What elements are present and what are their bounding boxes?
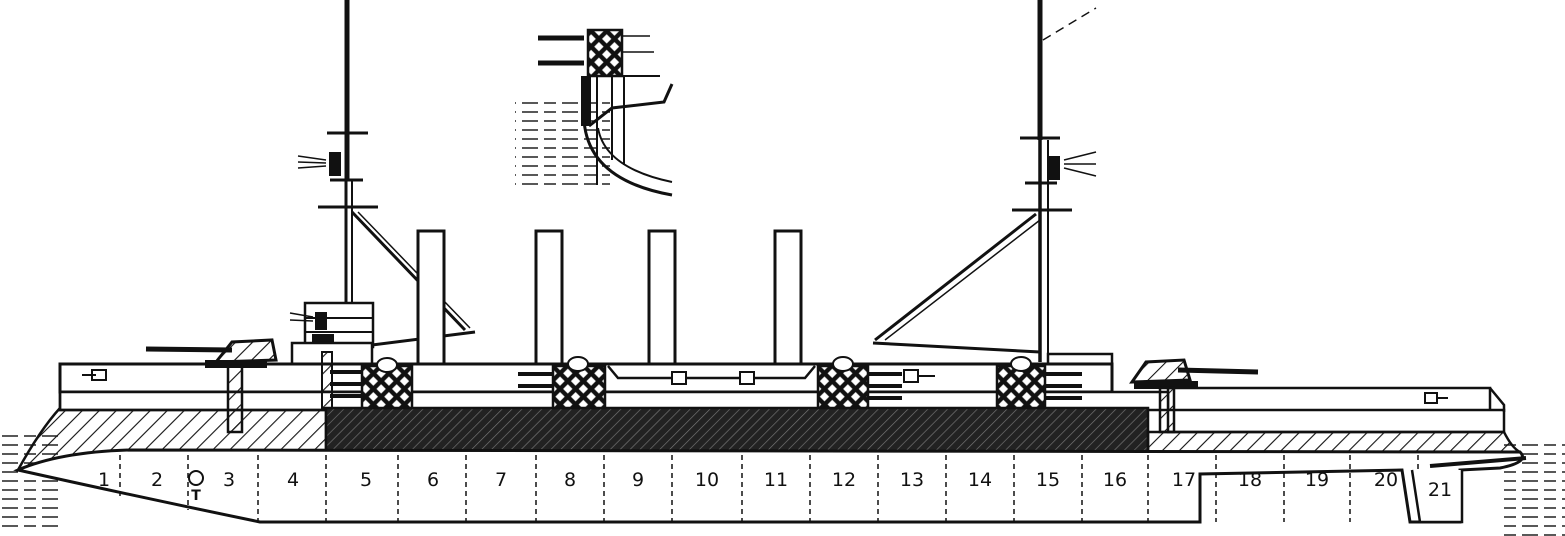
compartment-number: 14 — [968, 469, 992, 491]
compartment-number: 12 — [832, 469, 856, 491]
compartment-numbers: 1 2 3 4 5 6 7 8 9 10 11 12 13 14 15 16 1… — [98, 469, 1452, 501]
funnels — [416, 229, 803, 368]
torpedo-tube-icon: T — [188, 470, 204, 504]
compartment-number: 19 — [1305, 469, 1329, 491]
compartment-number: 16 — [1103, 469, 1127, 491]
compartment-number: 10 — [695, 469, 719, 491]
inset-cross-section — [538, 28, 674, 197]
compartment-number: 17 — [1172, 469, 1196, 491]
main-mast — [872, 0, 1097, 362]
compartment-number: 5 — [360, 469, 372, 491]
compartment-number: 15 — [1036, 469, 1060, 491]
fore-turret — [145, 338, 278, 434]
hull — [13, 448, 1527, 524]
torpedo-label: T — [191, 488, 201, 504]
compartment-number: 1 — [98, 469, 110, 491]
bridge — [289, 301, 375, 366]
compartment-number: 9 — [632, 469, 644, 491]
casemates — [321, 351, 1047, 410]
compartment-number: 18 — [1238, 469, 1262, 491]
aft-turret — [1129, 358, 1259, 434]
compartment-number: 6 — [427, 469, 439, 491]
secondary-guns — [330, 370, 1082, 400]
compartment-number: 8 — [564, 469, 576, 491]
compartment-number: 3 — [223, 469, 235, 491]
compartment-number: 13 — [900, 469, 924, 491]
bulkheads — [119, 455, 1419, 522]
compartment-number: 11 — [764, 469, 788, 491]
compartment-number: 4 — [287, 469, 299, 491]
compartment-number: 2 — [151, 469, 163, 491]
compartment-number: 20 — [1374, 469, 1398, 491]
compartment-number: 21 — [1428, 479, 1452, 501]
compartment-number: 7 — [495, 469, 507, 491]
fore-mast — [297, 0, 476, 360]
